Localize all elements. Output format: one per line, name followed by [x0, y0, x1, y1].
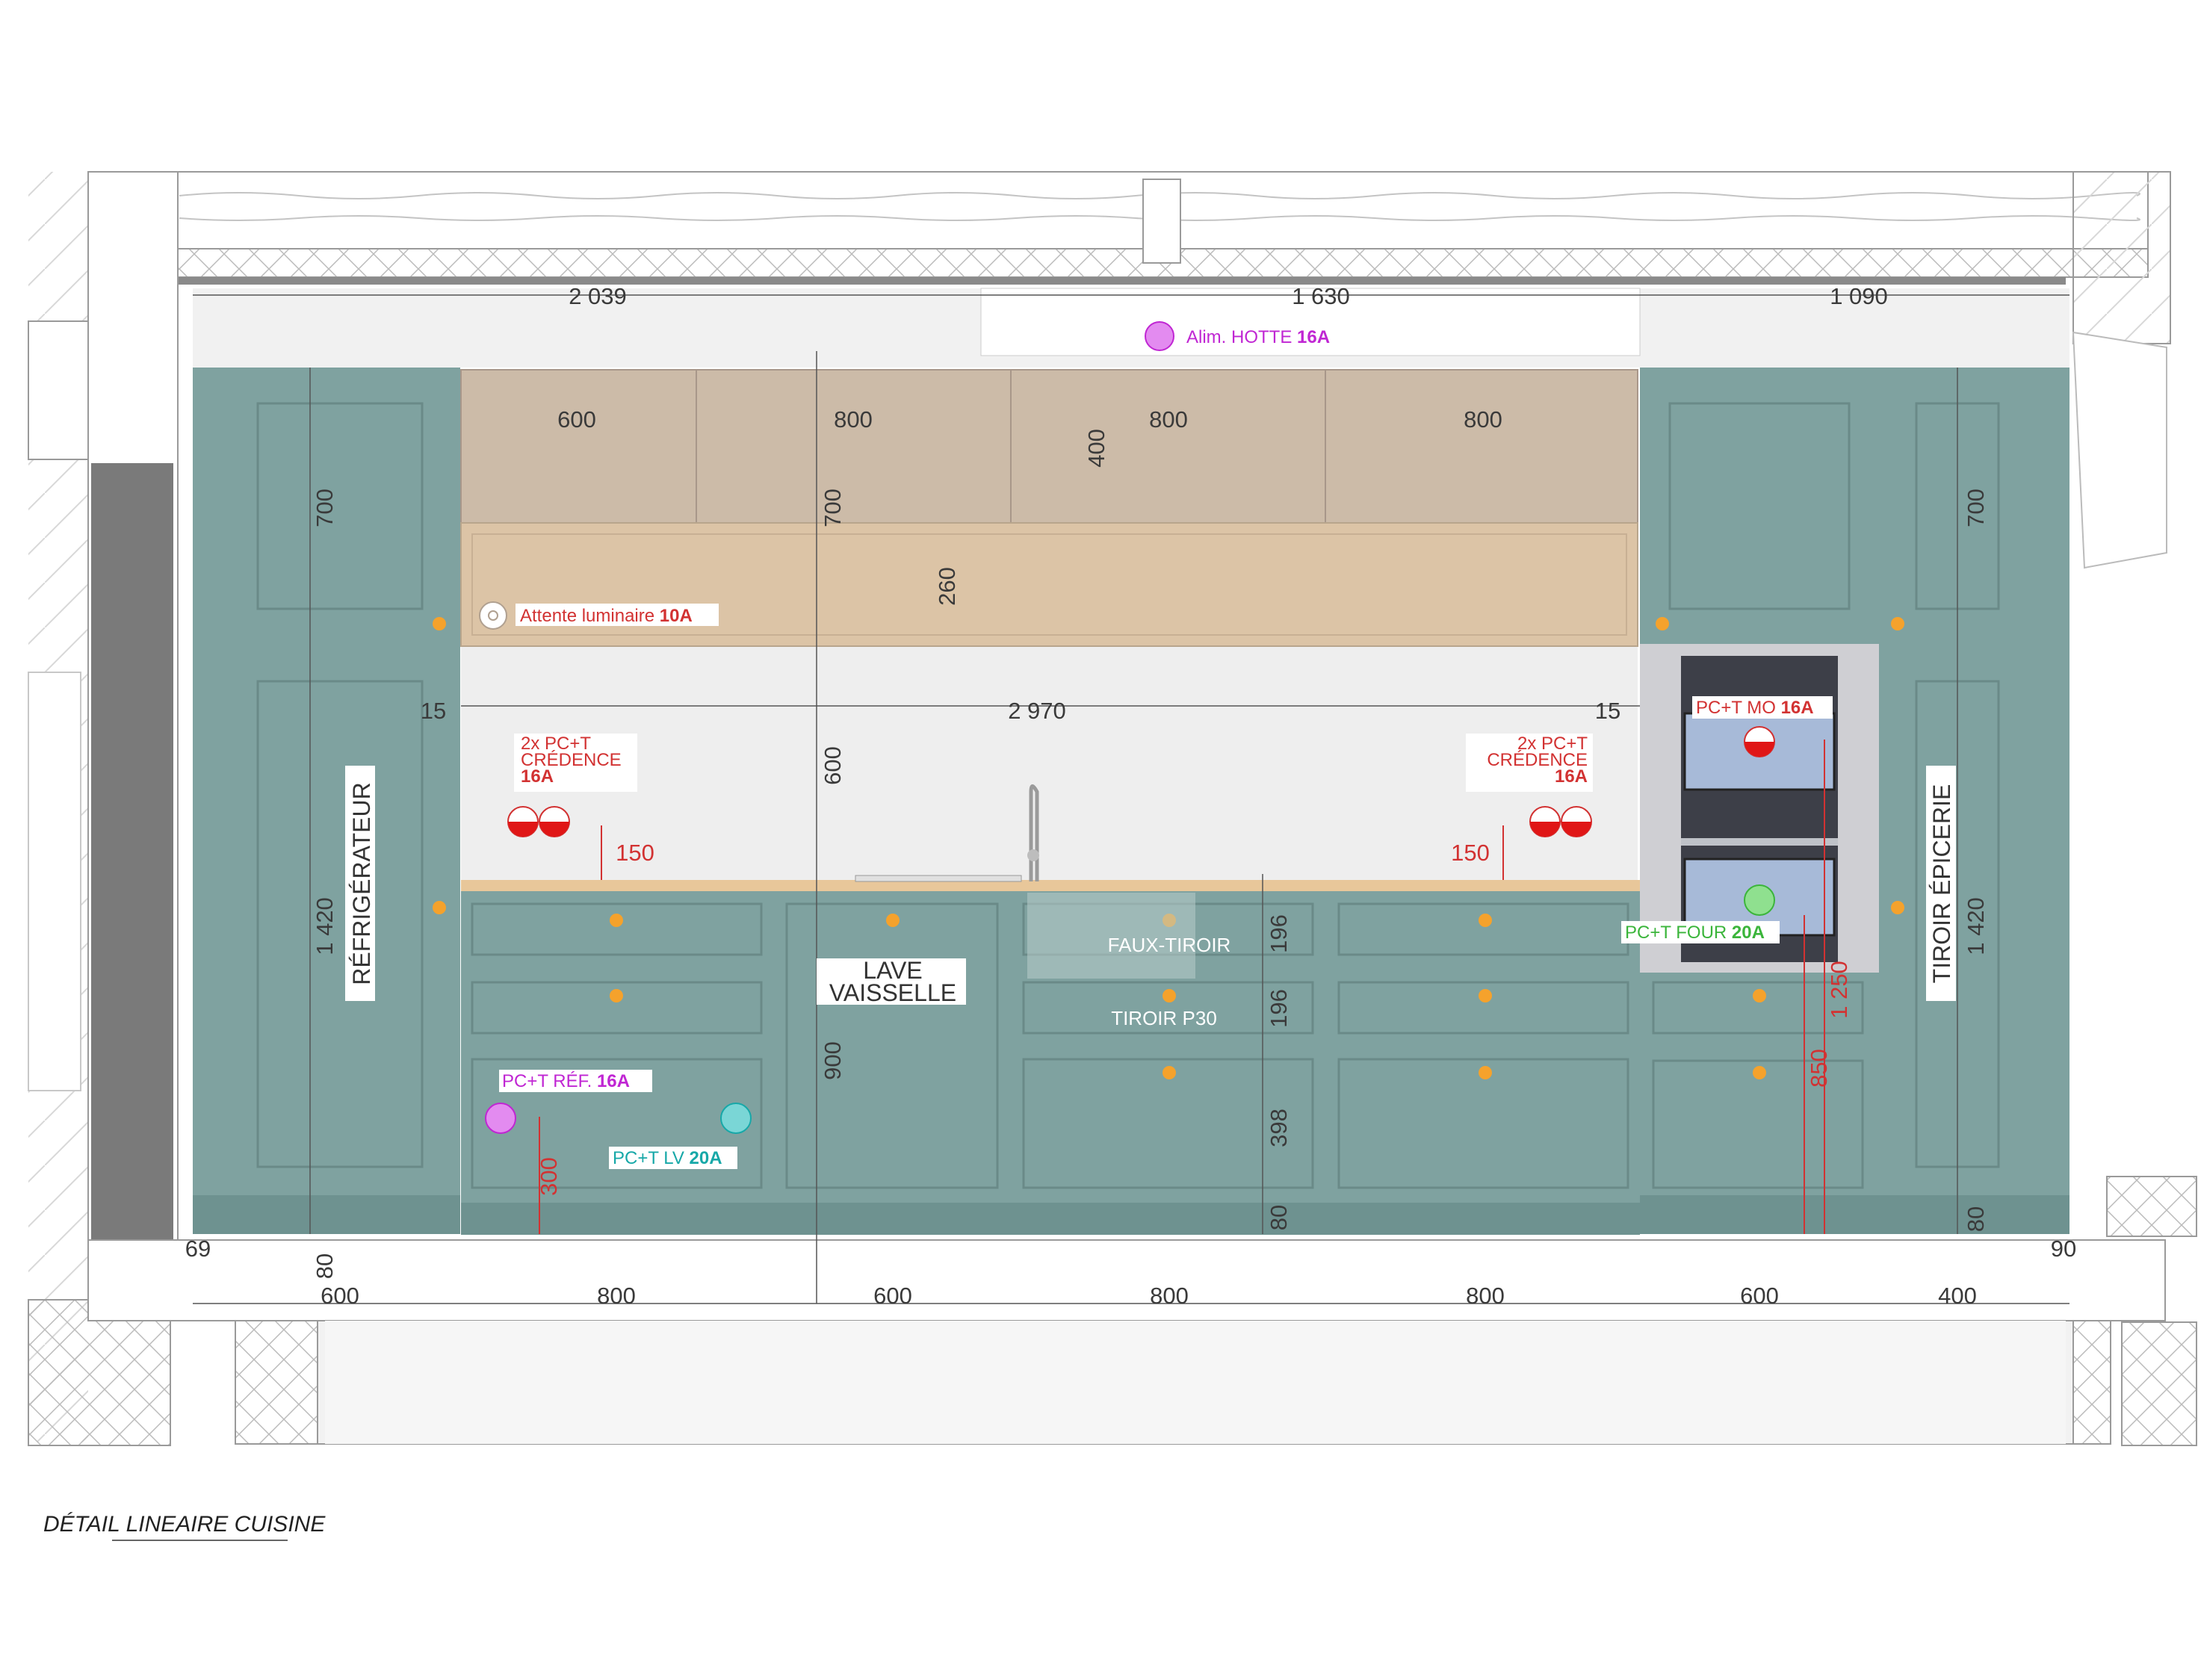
label-credence-right-2: CRÉDENCE — [1487, 750, 1588, 770]
dim-bottom-600-a: 600 — [321, 1283, 359, 1309]
dim-bottom-400: 400 — [1938, 1283, 1977, 1309]
dimension-lines — [193, 294, 2069, 1304]
label-tiroir-epicerie: TIROIR ÉPICERIE — [1928, 784, 1955, 984]
dim-upper-600: 600 — [557, 406, 596, 433]
outlet-ref-icon — [485, 1103, 516, 1134]
dim-bottom-800-b: 800 — [1150, 1283, 1189, 1309]
cabinet-labels: RÉFRIGÉRATEUR TIROIR ÉPICERIE LAVE VAISS… — [345, 766, 1956, 1029]
label-refrigerateur: RÉFRIGÉRATEUR — [348, 782, 375, 985]
dim-700-mid: 700 — [820, 489, 846, 527]
ceiling-slab — [167, 171, 2149, 285]
dim-bottom-800-a: 800 — [597, 1283, 636, 1309]
outlet-four-icon — [1744, 884, 1775, 916]
dim-850: 850 — [1806, 1049, 1832, 1088]
label-lave: LAVE — [863, 957, 922, 984]
label-lv: PC+T LV 20A — [613, 1148, 722, 1168]
tall-cabinet-tiroir-epicerie — [1879, 368, 2069, 1234]
dim-398: 398 — [1266, 1109, 1292, 1147]
left-wall — [28, 171, 179, 1446]
span-dimensions: 2 970 15 15 150 150 — [421, 698, 1620, 866]
floor — [87, 1239, 2166, 1445]
dim-400: 400 — [1083, 429, 1109, 468]
tall-cabinet-oven — [1640, 368, 1879, 1234]
tall-cabinet-refrigerator — [193, 368, 460, 1234]
label-luminaire: Attente luminaire 10A — [520, 606, 693, 626]
dim-right-1420: 1 420 — [1963, 897, 1989, 955]
dim-90: 90 — [2051, 1236, 2076, 1262]
label-credence-left-amp: 16A — [521, 766, 554, 787]
dim-150-right: 150 — [1451, 840, 1490, 866]
bottom-dimensions: 600 800 600 800 800 600 400 69 90 — [185, 1236, 2076, 1309]
dim-bottom-800-c: 800 — [1466, 1283, 1505, 1309]
electrical-symbols — [479, 321, 1775, 1134]
upper-dimensions: 600 800 800 800 — [557, 406, 1502, 433]
sink-faucet — [855, 784, 1195, 979]
dim-300: 300 — [536, 1157, 562, 1196]
dim-80-left: 80 — [312, 1253, 338, 1279]
label-mo: PC+T MO 16A — [1696, 698, 1814, 718]
dim-left-700: 700 — [312, 489, 338, 527]
label-credence-right-amp: 16A — [1555, 766, 1588, 787]
label-credence-left-2: CRÉDENCE — [521, 750, 622, 770]
dim-upper-800-c: 800 — [1464, 406, 1502, 433]
drawing-title: DÉTAIL LINEAIRE CUISINE — [43, 1512, 326, 1541]
label-credence-right-1: 2x PC+T — [1517, 734, 1588, 754]
label-tiroir-p30: TIROIR P30 — [1111, 1007, 1217, 1029]
splashback — [461, 644, 1638, 880]
dim-left-1420: 1 420 — [312, 897, 338, 955]
dim-196-a: 196 — [1266, 914, 1292, 953]
label-faux-tiroir: FAUX-TIROIR — [1108, 934, 1231, 956]
dim-196-b: 196 — [1266, 989, 1292, 1028]
outlet-hotte-icon — [1145, 321, 1174, 351]
dim-80-right: 80 — [1963, 1206, 1989, 1232]
dim-260: 260 — [934, 567, 960, 606]
top-dimensions: 2 039 1 630 1 090 — [569, 283, 1888, 309]
dim-2970: 2 970 — [1008, 698, 1066, 724]
dim-1630: 1 630 — [1292, 283, 1350, 309]
red-dimension-lines — [539, 740, 1825, 1234]
dim-bottom-600-b: 600 — [873, 1283, 912, 1309]
dim-600-splash: 600 — [820, 746, 846, 785]
worktop — [461, 880, 1640, 891]
dim-150-left: 150 — [616, 840, 654, 866]
outlet-lv-icon — [720, 1103, 752, 1134]
vertical-dimensions: 700 700 400 700 260 600 900 1 420 1 420 … — [312, 429, 1989, 1279]
dim-1090: 1 090 — [1830, 283, 1888, 309]
label-vaisselle: VAISSELLE — [829, 979, 956, 1006]
electrical-labels: Alim. HOTTE 16A Attente luminaire 10A 2x… — [499, 324, 1833, 1169]
dim-15-left: 15 — [421, 698, 446, 724]
dim-15-right: 15 — [1595, 698, 1620, 724]
dim-right-700: 700 — [1963, 489, 1989, 527]
title-text: DÉTAIL LINEAIRE CUISINE — [43, 1512, 326, 1537]
dim-69: 69 — [185, 1236, 211, 1262]
label-hotte: Alim. HOTTE 16A — [1186, 327, 1330, 347]
label-credence-left-1: 2x PC+T — [521, 734, 591, 754]
light-point-icon — [479, 601, 507, 630]
dim-900: 900 — [820, 1041, 846, 1080]
dim-2039: 2 039 — [569, 283, 627, 309]
dim-bottom-600-c: 600 — [1740, 1283, 1779, 1309]
label-ref: PC+T RÉF. 16A — [502, 1071, 630, 1091]
dim-1250: 1 250 — [1826, 961, 1852, 1019]
dim-80-mid: 80 — [1266, 1205, 1292, 1230]
dim-upper-800-b: 800 — [1149, 406, 1188, 433]
dim-upper-800-a: 800 — [834, 406, 873, 433]
right-wall — [2072, 171, 2197, 1446]
label-four: PC+T FOUR 20A — [1625, 923, 1765, 943]
